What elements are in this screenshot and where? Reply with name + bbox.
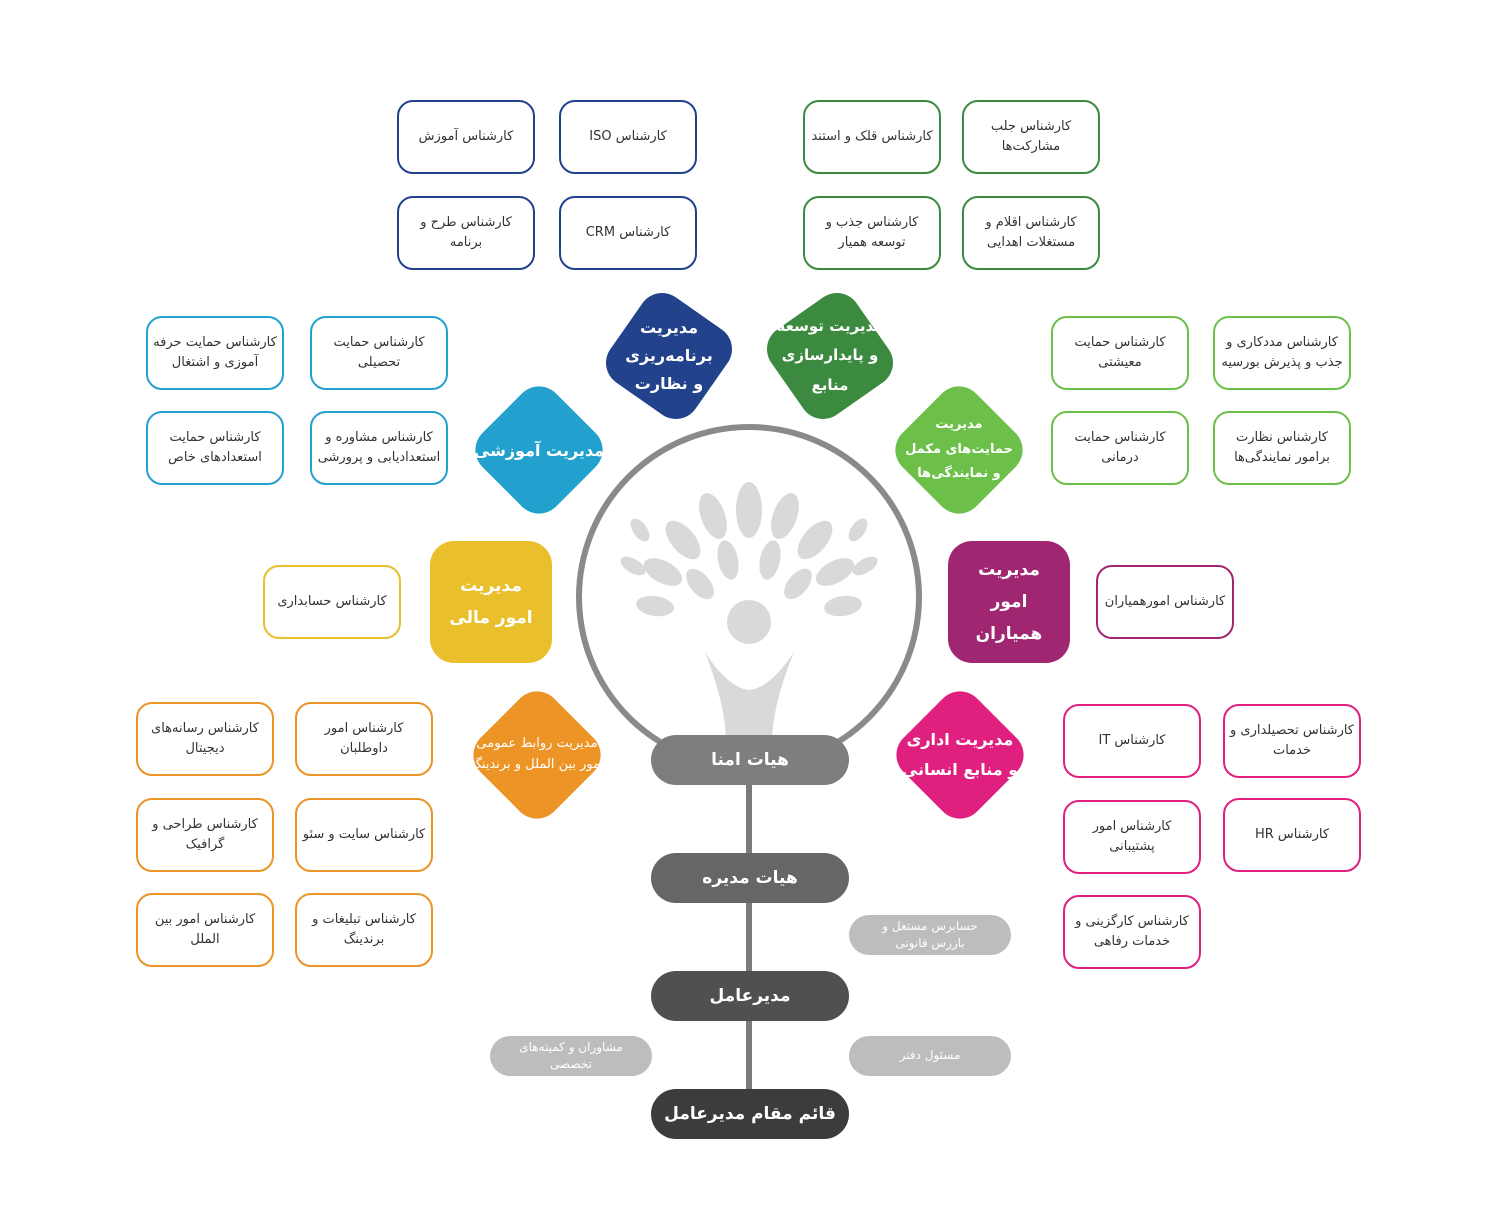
expert-support-4[interactable]: کارشناس نظارت برامور نمایندگی‌ها bbox=[1213, 411, 1351, 485]
expert-admin-3[interactable]: کارشناس امور پشتیبانی bbox=[1063, 800, 1201, 874]
planning-department-label: مدیریت برنامه‌ریزی و نظارت bbox=[625, 318, 713, 393]
expert-pr-1[interactable]: کارشناس رسانه‌های دیجیتال bbox=[136, 702, 274, 776]
expert-pr-2[interactable]: کارشناس امور داوطلبان bbox=[295, 702, 433, 776]
expert-finance-1[interactable]: کارشناس حسابداری bbox=[263, 565, 401, 639]
expert-support-2[interactable]: کارشناس مددکاری و جذب و پذیرش بورسیه bbox=[1213, 316, 1351, 390]
auditor-role[interactable]: حسابرس مستغل و بازرس قانونی bbox=[849, 915, 1011, 955]
partners-department[interactable]: مدیریت امور همیاران bbox=[948, 541, 1070, 663]
expert-planning-3[interactable]: کارشناس طرح و برنامه bbox=[397, 196, 535, 270]
expert-pr-3[interactable]: کارشناس طراحی و گرافیک bbox=[136, 798, 274, 872]
expert-education-2[interactable]: کارشناس حمایت تحصیلی bbox=[310, 316, 448, 390]
expert-development-3[interactable]: کارشناس جذب و توسعه همیار bbox=[803, 196, 941, 270]
expert-education-4[interactable]: کارشناس مشاوره و استعدادیابی و پرورشی bbox=[310, 411, 448, 485]
expert-education-3[interactable]: کارشناس حمایت استعدادهای خاص bbox=[146, 411, 284, 485]
board-of-directors-node[interactable]: هیات مدیره bbox=[651, 853, 849, 903]
expert-development-1[interactable]: کارشناس قلک و استند bbox=[803, 100, 941, 174]
admin-department-label: مدیریت اداری و منابع انسانی bbox=[901, 730, 1019, 779]
expert-pr-6[interactable]: کارشناس تبلیغات و برندینگ bbox=[295, 893, 433, 967]
development-department-label: مدیریت توسعه و پایدارسازی منابع bbox=[776, 317, 884, 394]
deputy-ceo-node[interactable]: قائم مقام مدیرعامل bbox=[651, 1089, 849, 1139]
planning-department[interactable]: مدیریت برنامه‌ریزی و نظارت bbox=[596, 283, 742, 429]
expert-planning-1[interactable]: کارشناس آموزش bbox=[397, 100, 535, 174]
education-department-label: مدیریت آموزشی bbox=[473, 440, 605, 460]
expert-admin-2[interactable]: کارشناس تحصیلداری و خدمات bbox=[1223, 704, 1361, 778]
finance-department[interactable]: مدیریت امور مالی bbox=[430, 541, 552, 663]
tree-logo-icon bbox=[620, 482, 878, 742]
expert-development-2[interactable]: کارشناس جلب مشارکت‌ها bbox=[962, 100, 1100, 174]
expert-admin-4[interactable]: کارشناس HR bbox=[1223, 798, 1361, 872]
expert-support-1[interactable]: کارشناس حمایت معیشتی bbox=[1051, 316, 1189, 390]
admin-department[interactable]: مدیریت اداری و منابع انسانی bbox=[886, 681, 1034, 829]
ceo-node[interactable]: مدیرعامل bbox=[651, 971, 849, 1021]
expert-planning-2[interactable]: کارشناس ISO bbox=[559, 100, 697, 174]
expert-admin-5[interactable]: کارشناس کارگزینی و خدمات رفاهی bbox=[1063, 895, 1201, 969]
development-department[interactable]: مدیریت توسعه و پایدارسازی منابع bbox=[757, 283, 903, 429]
board-of-trustees-node[interactable]: هیات امنا bbox=[651, 735, 849, 785]
office-manager-role[interactable]: مسئول دفتر bbox=[849, 1036, 1011, 1076]
expert-planning-4[interactable]: کارشناس CRM bbox=[559, 196, 697, 270]
education-department[interactable]: مدیریت آموزشی bbox=[465, 376, 613, 524]
pr-department[interactable]: مدیریت روابط عمومی امور بین الملل و برند… bbox=[463, 681, 611, 829]
expert-development-4[interactable]: کارشناس اقلام و مستغلات اهدایی bbox=[962, 196, 1100, 270]
pr-department-label: مدیریت روابط عمومی امور بین الملل و برند… bbox=[470, 736, 604, 772]
expert-education-1[interactable]: کارشناس حمایت حرفه آموزی و اشتغال bbox=[146, 316, 284, 390]
advisors-role[interactable]: مشاوران و کمیته‌های تخصصی bbox=[490, 1036, 652, 1076]
expert-pr-5[interactable]: کارشناس امور بین الملل bbox=[136, 893, 274, 967]
expert-support-3[interactable]: کارشناس حمایت درمانی bbox=[1051, 411, 1189, 485]
expert-admin-1[interactable]: کارشناس IT bbox=[1063, 704, 1201, 778]
support-department[interactable]: مدیریت حمایت‌های مکمل و نمایندگی‌ها bbox=[885, 376, 1033, 524]
expert-partners-1[interactable]: کارشناس امورهمیاران bbox=[1096, 565, 1234, 639]
support-department-label: مدیریت حمایت‌های مکمل و نمایندگی‌ها bbox=[905, 416, 1013, 482]
expert-pr-4[interactable]: کارشناس سایت و سئو bbox=[295, 798, 433, 872]
